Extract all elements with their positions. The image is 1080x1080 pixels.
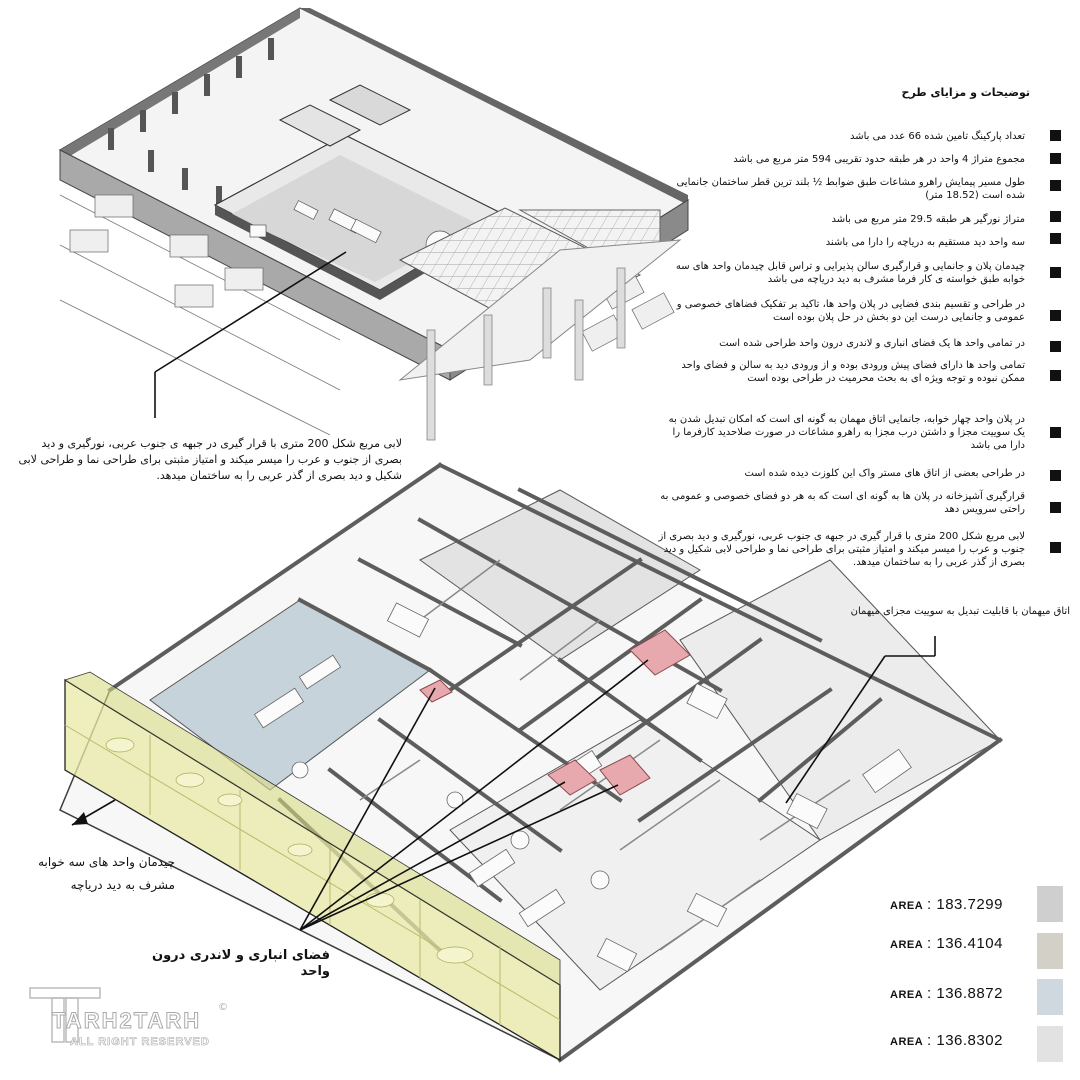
note-item: در پلان واحد چهار خوابه، جانمایی اتاق مه…: [668, 414, 1025, 451]
note-item: مجموع متراژ 4 واحد در هر طبقه حدود تقریب…: [733, 154, 1025, 165]
bullet-marker: [1050, 470, 1061, 481]
legend-value: : 136.8872: [927, 985, 1003, 1002]
bullet-marker: [1050, 310, 1061, 321]
legend-swatch: [1037, 1026, 1063, 1062]
notes-title: توضیحات و مزایای طرح: [901, 86, 1030, 99]
parking-building-axonometric: [58, 7, 690, 441]
bullet-marker: [1050, 502, 1061, 513]
legend-swatch: [1037, 979, 1063, 1015]
legend-entry: AREA : 183.7299: [890, 896, 1020, 913]
legend-swatch: [1037, 886, 1063, 922]
note-item: تعداد پارکینگ تامین شده 66 عدد می باشد: [850, 131, 1025, 142]
bullet-marker: [1050, 542, 1061, 553]
logo-mark-icon: [29, 987, 101, 1043]
bullet-marker: [1050, 211, 1061, 222]
note-item: در طراحی بعضی از اتاق های مستر واک این ک…: [744, 468, 1025, 479]
legend-entry: AREA : 136.4104: [890, 935, 1020, 952]
legend-label: AREA: [890, 1036, 924, 1048]
note-item: سه واحد دید مستقیم به دریاچه را دارا می …: [825, 237, 1025, 248]
note-item: در تمامی واحد ها یک فضای انباری و لاندری…: [719, 338, 1025, 349]
legend-entry: AREA : 136.8302: [890, 1032, 1020, 1049]
bullet-marker: [1050, 153, 1061, 164]
note-item: لابی مربع شکل 200 متری با قرار گیری در ج…: [658, 531, 1026, 568]
bullet-marker: [1050, 180, 1061, 191]
logo-tagline: ALL RIGHT RESERVED: [70, 1036, 210, 1049]
three-bedroom-callout-line2: مشرف به دید دریاچه: [70, 878, 175, 892]
guest-room-callout: اتاق میهمان با قابلیت تبدیل به سوییت مجز…: [850, 606, 1070, 617]
bullet-marker: [1050, 130, 1061, 141]
storage-callout: فضای انباری و لاندری درون واحد: [151, 948, 330, 979]
bullet-marker: [1050, 370, 1061, 381]
bullet-marker: [1050, 427, 1061, 438]
legend-value: : 183.7299: [927, 896, 1003, 913]
note-item: متراژ نورگیر هر طبقه 29.5 متر مربع می با…: [831, 214, 1026, 225]
legend-entry: AREA : 136.8872: [890, 985, 1020, 1002]
note-item: در طراحی و تقسیم بندی فضایی در پلان واحد…: [676, 299, 1025, 323]
legend-value: : 136.4104: [927, 935, 1003, 952]
legend-label: AREA: [890, 939, 924, 951]
floor-plan-axonometric: [59, 462, 1003, 1063]
logo-name: TARH2TARH: [51, 1008, 202, 1034]
lobby-callout: لابی مربع شکل 200 متری با قرار گیری در ج…: [18, 437, 402, 482]
note-item: چیدمان پلان و جانمایی و قرارگیری سالن پذ…: [675, 261, 1025, 285]
note-item: قرارگیری آشپزخانه در پلان ها به گونه ای …: [660, 491, 1025, 515]
legend-label: AREA: [890, 989, 924, 1001]
legend-label: AREA: [890, 900, 924, 912]
legend-swatch: [1037, 933, 1063, 969]
leader-lines: [71, 251, 936, 931]
bullet-marker: [1050, 341, 1061, 352]
bullet-marker: [1050, 267, 1061, 278]
copyright-icon: ©: [218, 1002, 228, 1013]
three-bedroom-callout-line1: چیدمان واحد های سه خوابه: [38, 855, 175, 869]
note-item: تمامی واحد ها دارای فضای پیش ورودی بوده …: [681, 360, 1025, 384]
legend-value: : 136.8302: [927, 1032, 1003, 1049]
note-item: طول مسیر پیمایش راهرو مشاعات طبق ضوابط ½…: [676, 177, 1025, 201]
bullet-marker: [1050, 233, 1061, 244]
